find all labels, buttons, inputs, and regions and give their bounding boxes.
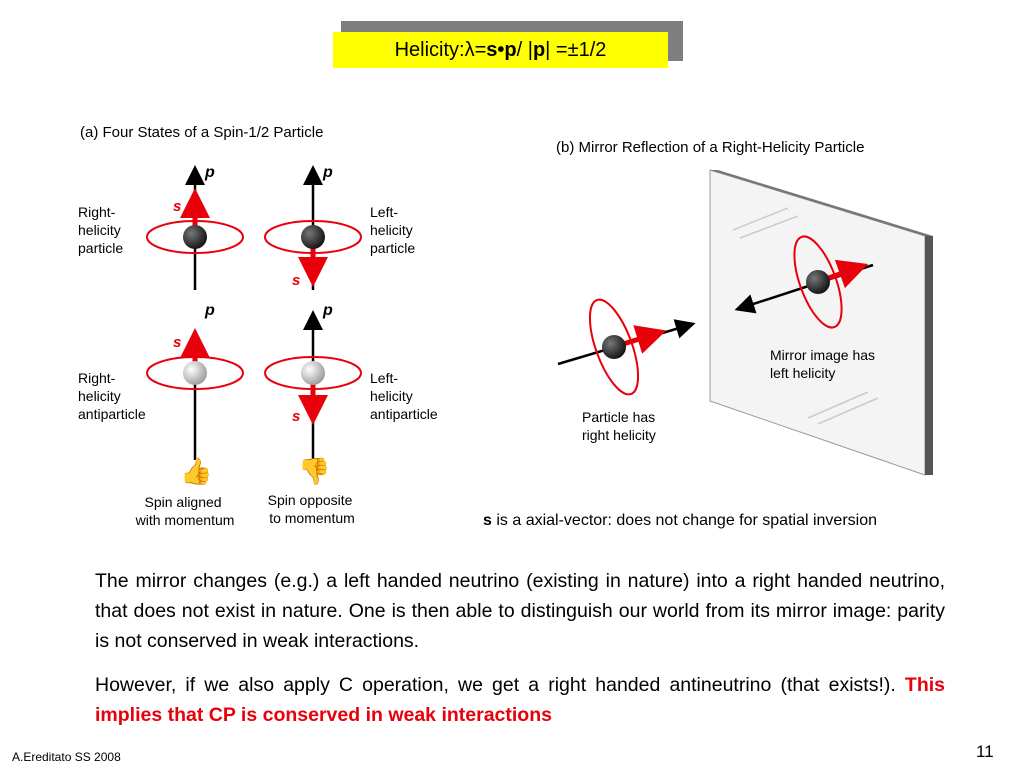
title-eq: = bbox=[474, 38, 487, 61]
p-label: p bbox=[204, 164, 215, 181]
p-label: p bbox=[322, 164, 333, 181]
left-helicity-antiparticle-diagram: p s bbox=[264, 302, 362, 460]
title-lambda: λ bbox=[464, 38, 475, 61]
mirror bbox=[709, 169, 933, 476]
title-s: s bbox=[486, 38, 498, 61]
page-number: 11 bbox=[976, 742, 994, 761]
label-spin-aligned: Spin aligned with momentum bbox=[135, 494, 235, 528]
figure-caption: s is a axial-vector: does not change for… bbox=[483, 512, 877, 530]
p-label: p bbox=[322, 302, 333, 319]
s-label: s bbox=[173, 334, 181, 351]
label-mirror-image: Mirror image has left helicity bbox=[770, 347, 879, 381]
label-left-helicity-antiparticle: Left- helicity antiparticle bbox=[370, 370, 438, 422]
label-spin-opposite: Spin opposite to momentum bbox=[268, 492, 357, 526]
title-bar: | = bbox=[545, 38, 568, 61]
mirror-image-particle bbox=[734, 235, 874, 329]
title-dot: • bbox=[497, 38, 505, 61]
figure-a-four-states: (a) Four States of a Spin-1/2 Particle p… bbox=[78, 124, 438, 528]
s-label: s bbox=[292, 408, 300, 425]
title-p-abs: p bbox=[532, 38, 546, 61]
thumbs-down-hand-icon: 👎 bbox=[298, 456, 330, 486]
label-right-helicity-particle: Right- helicity particle bbox=[78, 204, 125, 256]
slide-title: Helicity: λ = s • p / | p | = ± 1/2 bbox=[333, 32, 668, 68]
right-helicity-antiparticle-diagram: p s bbox=[146, 302, 244, 460]
paragraph-2: However, if we also apply C operation, w… bbox=[95, 670, 945, 730]
label-left-helicity-particle: Left- helicity particle bbox=[370, 204, 417, 256]
p-label: p bbox=[204, 302, 215, 319]
paragraph-2-highlight: This implies that CP is conserved in wea… bbox=[95, 674, 945, 726]
real-particle bbox=[557, 298, 696, 396]
title-p: p bbox=[504, 38, 517, 61]
left-helicity-particle-diagram: p s bbox=[264, 164, 362, 290]
title-prefix: Helicity: bbox=[394, 38, 465, 61]
title-value: 1/2 bbox=[578, 38, 607, 61]
title-slash: / | bbox=[516, 38, 533, 61]
s-label: s bbox=[292, 272, 300, 289]
paragraph-2-text: However, if we also apply C operation, w… bbox=[95, 674, 905, 696]
caption-text: is a axial-vector: does not change for s… bbox=[491, 512, 877, 529]
caption-s: s bbox=[483, 512, 492, 529]
s-label: s bbox=[173, 198, 181, 215]
thumbs-up-hand-icon: 👍 bbox=[180, 456, 212, 486]
figure-b-mirror-reflection: (b) Mirror Reflection of a Right-Helicit… bbox=[556, 139, 933, 476]
label-right-helicity-antiparticle: Right- helicity antiparticle bbox=[78, 370, 146, 422]
label-real-particle: Particle has right helicity bbox=[582, 409, 659, 443]
right-helicity-particle-diagram: p s bbox=[146, 164, 244, 290]
paragraph-1: The mirror changes (e.g.) a left handed … bbox=[95, 570, 945, 652]
footer-author: A.Ereditato SS 2008 bbox=[12, 750, 121, 764]
figure-a-heading: (a) Four States of a Spin-1/2 Particle bbox=[80, 124, 323, 141]
title-pm: ± bbox=[567, 38, 579, 61]
figure-b-heading: (b) Mirror Reflection of a Right-Helicit… bbox=[556, 139, 864, 156]
